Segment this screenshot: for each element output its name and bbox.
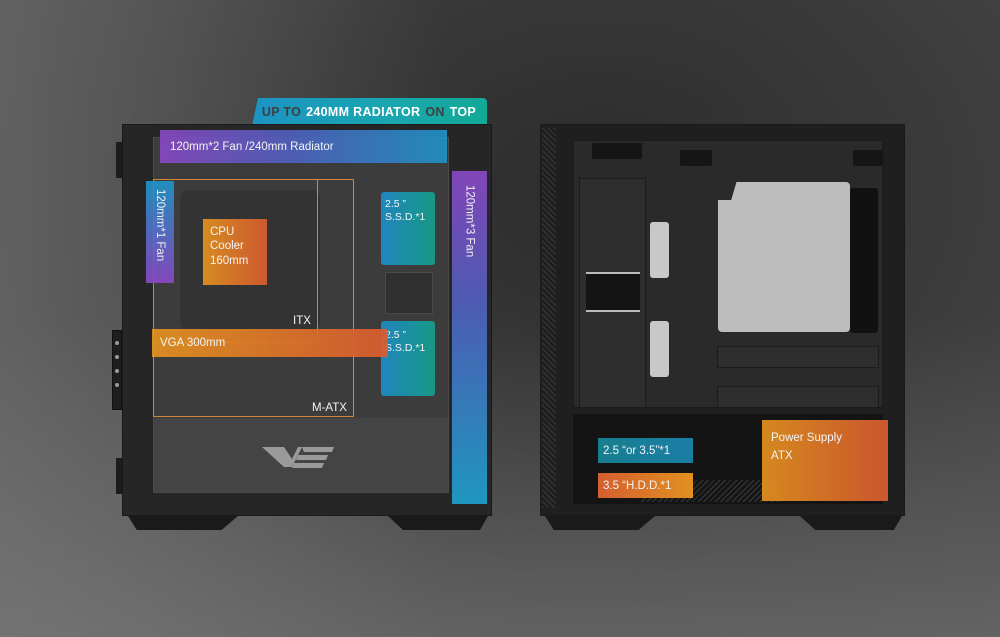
cable-channel bbox=[850, 188, 878, 333]
top-slot bbox=[592, 143, 642, 159]
expansion-plate bbox=[717, 346, 879, 368]
matx-label: M-ATX bbox=[312, 402, 347, 414]
ssd-line: S.S.D.*1 bbox=[385, 211, 426, 224]
cpu-backplate-cutout bbox=[718, 182, 850, 332]
ssd-line: S.S.D.*1 bbox=[385, 342, 426, 355]
psu-line: Power Supply bbox=[771, 432, 842, 444]
radiator-banner: UP TO 240MM RADIATOR ON TOP bbox=[252, 98, 487, 126]
top-slot bbox=[680, 150, 712, 166]
ssd-line: 2.5 ” bbox=[385, 198, 407, 210]
case-foot bbox=[545, 516, 655, 530]
side-tab bbox=[116, 458, 122, 494]
cpu-cooler-line: Cooler bbox=[210, 240, 244, 253]
top-slot bbox=[853, 150, 883, 166]
ssd-line: 2.5 ” bbox=[385, 329, 407, 341]
psu-annotation: Power Supply ATX bbox=[762, 420, 888, 501]
cpu-cooler-line: 160mm bbox=[210, 254, 249, 267]
case-foot bbox=[128, 516, 238, 530]
banner-part: TOP bbox=[449, 105, 477, 119]
itx-label: ITX bbox=[293, 315, 311, 327]
darkflash-logo-icon bbox=[262, 447, 334, 468]
rear-fan-annotation: 120mm*1 Fan bbox=[146, 181, 174, 283]
expansion-plate bbox=[717, 386, 879, 408]
front-fan-annotation: 120mm*3 Fan bbox=[452, 171, 487, 504]
cable-grommet bbox=[650, 321, 669, 377]
cable-grommet bbox=[650, 222, 669, 278]
side-tab bbox=[116, 142, 122, 178]
rear-fan-label: 120mm*1 Fan bbox=[154, 189, 166, 262]
cable-cutout bbox=[586, 272, 640, 312]
front-io-ports bbox=[112, 330, 122, 410]
banner-part: ON bbox=[425, 105, 445, 119]
drive-bay-combo-annotation: 2.5 “or 3.5”*1 bbox=[598, 438, 693, 463]
case-foot bbox=[800, 516, 902, 530]
hdd-bay-annotation: 3.5 “H.D.D.*1 bbox=[598, 473, 693, 498]
gpu-annotation: VGA 300mm bbox=[152, 329, 388, 357]
banner-part: 240MM RADIATOR bbox=[306, 105, 421, 119]
case-foot bbox=[388, 516, 488, 530]
cpu-cooler-line: CPU bbox=[210, 226, 235, 238]
banner-part: UP TO bbox=[261, 105, 302, 119]
cpu-cooler-annotation: CPU Cooler 160mm bbox=[203, 219, 267, 285]
ssd-bracket bbox=[385, 272, 433, 314]
front-mesh bbox=[542, 128, 556, 508]
psu-line: ATX bbox=[771, 449, 793, 462]
ssd-top-annotation: 2.5 ” S.S.D.*1 bbox=[381, 192, 435, 265]
top-radiator-annotation: 120mm*2 Fan /240mm Radiator bbox=[160, 130, 447, 163]
ssd-bottom-annotation: 2.5 ” S.S.D.*1 bbox=[381, 321, 435, 396]
front-fan-label: 120mm*3 Fan bbox=[463, 185, 476, 258]
